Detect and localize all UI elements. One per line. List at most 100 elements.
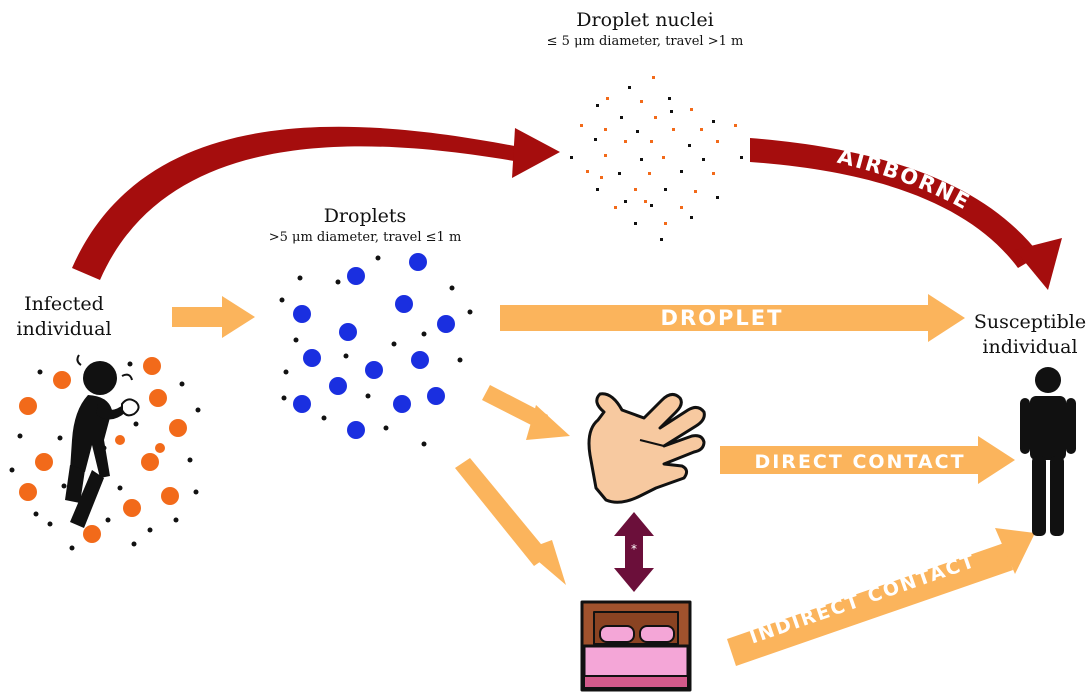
nucleus-particle [702,158,705,161]
infected-small-particle [193,489,199,495]
infected-particle [35,453,53,471]
asterisk-mark: * [631,542,637,556]
infected-particle [143,357,161,375]
droplet-nuclei-subtitle: ≤ 5 μm diameter, travel >1 m [546,34,744,49]
infected-small-particle [131,541,137,547]
nucleus-particle [650,204,653,207]
droplets-cloud [279,253,473,447]
droplet-particle [409,253,427,271]
nucleus-particle [672,128,675,131]
nucleus-particle [614,206,617,209]
nucleus-particle [586,170,589,173]
droplet-small-particle [421,331,427,337]
droplet-small-particle [421,441,427,447]
infected-small-particle [57,435,63,441]
infected-particle [83,525,101,543]
bed-icon [580,600,692,692]
droplet-nuclei-cloud [570,76,743,241]
droplet-small-particle [297,275,303,281]
nucleus-particle [634,222,637,225]
nucleus-particle [604,128,607,131]
nucleus-particle [596,188,599,191]
susceptible-label-line1: Susceptible [973,311,1087,333]
nucleus-particle [740,156,743,159]
infected-particle [155,443,165,453]
infected-small-particle [187,457,193,463]
nucleus-particle [636,130,639,133]
droplet-particle [411,351,429,369]
nucleus-particle [694,190,697,193]
infected-small-particle [37,369,43,375]
infected-small-particle [47,521,53,527]
nucleus-particle [594,138,597,141]
indirect-contact-arrow: INDIRECT CONTACT [727,528,1035,666]
infected-small-particle [117,485,123,491]
nucleus-particle [668,97,671,100]
infected-particles [9,357,201,551]
droplet-particle [395,295,413,313]
nucleus-particle [700,128,703,131]
coughing-person-icon [65,354,140,528]
droplet-particle [293,395,311,413]
droplet-particle [303,349,321,367]
nucleus-particle [604,154,607,157]
infected-particle [19,397,37,415]
infected-particle [115,435,125,445]
droplet-small-particle [449,285,455,291]
nucleus-particle [654,116,657,119]
infected-label-line2: individual [16,318,112,340]
direct-contact-arrow: DIRECT CONTACT [720,436,1015,484]
susceptible-label: Susceptible individual [968,310,1092,360]
droplet-particle [437,315,455,333]
person-icon [1020,367,1076,536]
droplet-nuclei-title: Droplet nuclei [576,9,714,31]
airborne-arrow-right: AIRBORNE [750,138,1062,290]
droplet-particle [365,361,383,379]
droplet-small-particle [283,369,289,375]
droplets-label: Droplets >5 μm diameter, travel ≤1 m [235,204,495,246]
droplet-particle [329,377,347,395]
nucleus-particle [664,222,667,225]
droplet-particle [393,395,411,413]
nucleus-particle [712,120,715,123]
droplet-small-particle [281,395,287,401]
nucleus-particle [596,104,599,107]
nucleus-particle [624,140,627,143]
nucleus-particle [618,172,621,175]
droplet-particle [427,387,445,405]
nucleus-particle [640,100,643,103]
droplet-small-particle [293,337,299,343]
droplets-to-hand-arrow [482,385,570,440]
nucleus-particle [680,170,683,173]
nucleus-particle [620,116,623,119]
droplets-subtitle: >5 μm diameter, travel ≤1 m [268,230,462,245]
droplet-particle [293,305,311,323]
droplet-small-particle [365,393,371,399]
hand-icon [587,392,706,504]
droplet-nuclei-label: Droplet nuclei ≤ 5 μm diameter, travel >… [520,8,770,50]
droplet-small-particle [383,425,389,431]
droplet-small-particle [321,415,327,421]
nucleus-particle [640,158,643,161]
airborne-route-label: AIRBORNE [835,144,974,215]
nucleus-particle [652,76,655,79]
nucleus-particle [600,176,603,179]
infected-small-particle [33,511,39,517]
nucleus-particle [690,108,693,111]
nucleus-particle [648,172,651,175]
nucleus-particle [688,144,691,147]
droplet-small-particle [343,353,349,359]
nucleus-particle [650,140,653,143]
infected-small-particle [147,527,153,533]
direct-contact-label: DIRECT CONTACT [754,451,965,473]
nucleus-particle [734,124,737,127]
nucleus-particle [662,156,665,159]
nucleus-particle [712,172,715,175]
infected-to-droplets-arrow [172,296,255,338]
infected-small-particle [127,361,133,367]
infected-small-particle [9,467,15,473]
susceptible-label-line2: individual [982,336,1078,358]
nucleus-particle [664,188,667,191]
infected-particle [19,483,37,501]
